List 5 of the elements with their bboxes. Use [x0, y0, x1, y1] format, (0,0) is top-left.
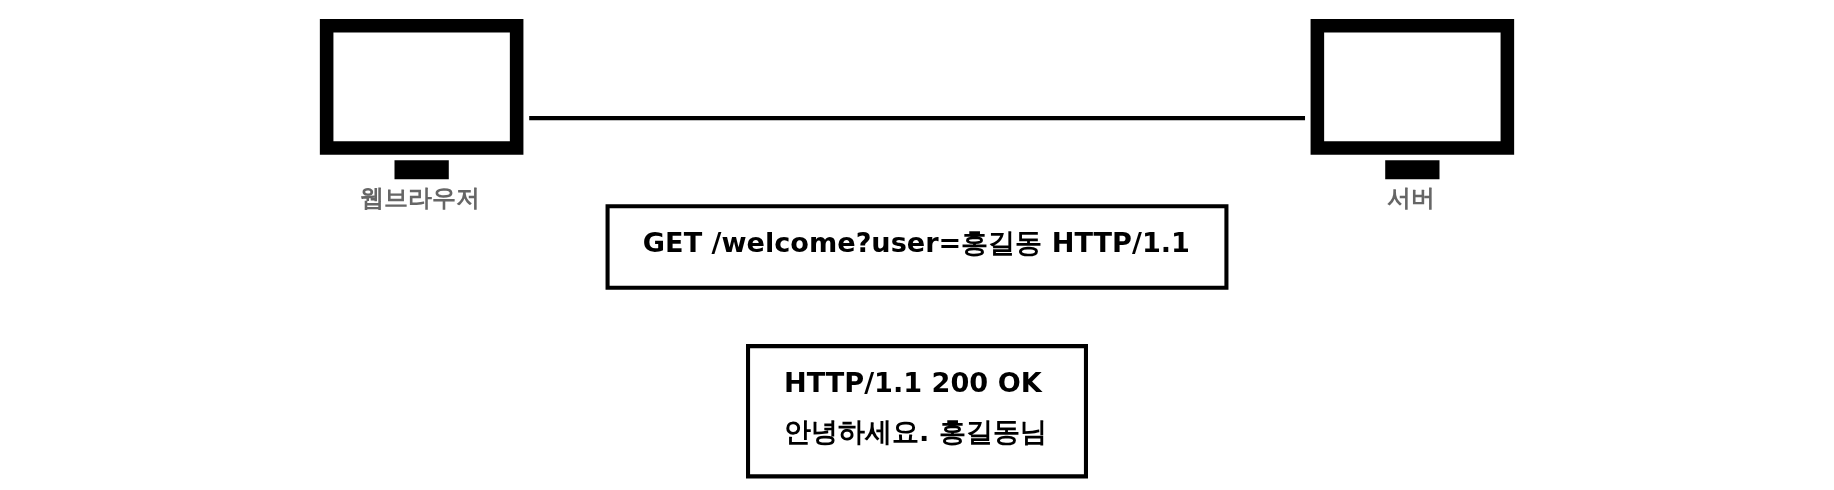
node-label: 서버 — [1387, 182, 1436, 212]
connector — [529, 116, 1306, 121]
node-label: 웹브라우저 — [359, 182, 480, 212]
node-box: GET /welcome?user=홍길동 HTTP/1.1 — [605, 204, 1229, 290]
node-box: HTTP/1.1 200 OK 안녕하세요. 홍길동님 — [746, 344, 1088, 479]
